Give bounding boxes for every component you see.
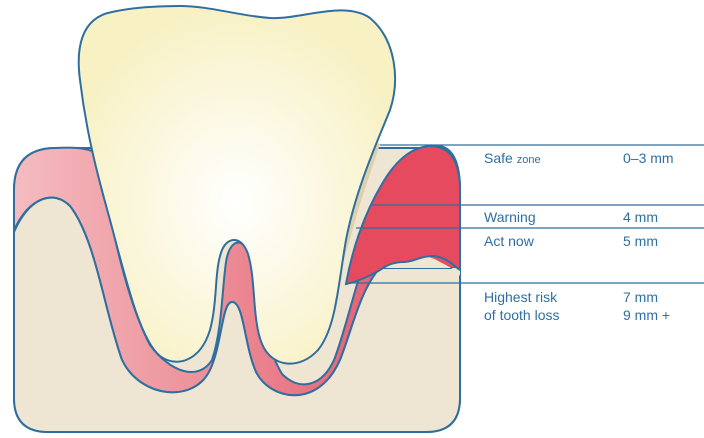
safe-zone-label: Safe zone (484, 149, 541, 169)
act-now-value: 5 mm (623, 232, 658, 250)
safe-zone-label-small: zone (517, 154, 541, 166)
warning-label: Warning (484, 208, 536, 226)
safe-zone-value: 0–3 mm (623, 149, 674, 167)
act-now-label: Act now (484, 232, 534, 250)
highest-risk-label-line1: Highest risk (484, 288, 557, 306)
highest-risk-label-line2: of tooth loss (484, 306, 560, 324)
highest-risk-value-line2: 9 mm + (623, 306, 670, 324)
safe-zone-label-main: Safe (484, 150, 513, 166)
warning-value: 4 mm (623, 208, 658, 226)
highest-risk-value-line1: 7 mm (623, 288, 658, 306)
